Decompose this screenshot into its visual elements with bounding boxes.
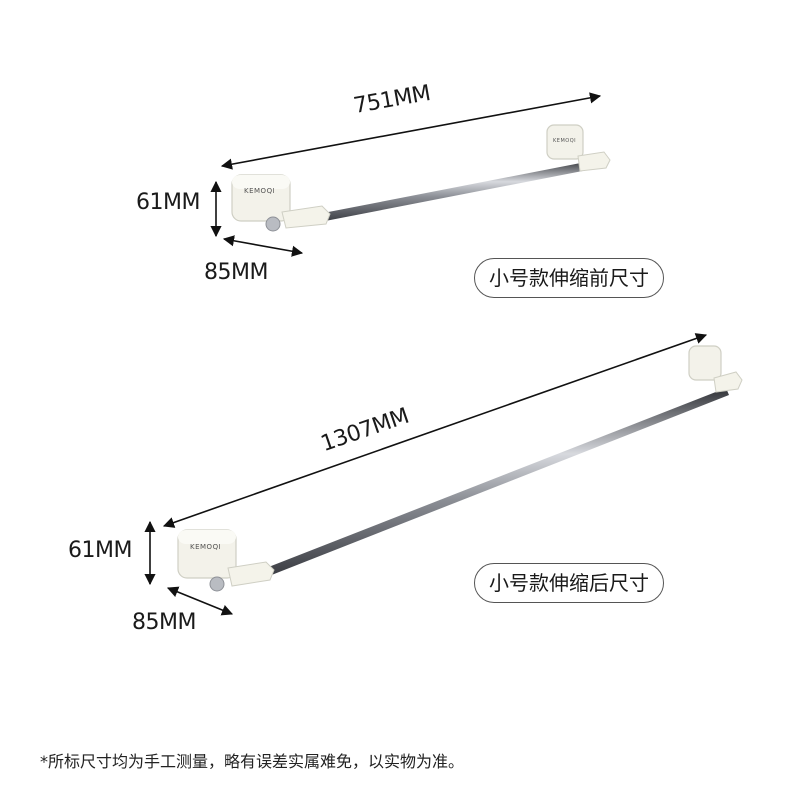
bottom-rack: KEMOQI [144, 333, 743, 616]
bottom-depth-label: 85MM [132, 610, 196, 635]
top-rack: KEMOQI KEMOQI [210, 92, 611, 257]
top-right-bracket: KEMOQI [546, 124, 611, 172]
top-length-arrow [220, 92, 602, 170]
bottom-depth-arrow [166, 586, 234, 616]
footnote: *所标尺寸均为手工测量，略有误差实属难免，以实物为准。 [40, 752, 465, 771]
top-rod [318, 160, 598, 222]
bottom-rod [266, 388, 729, 576]
top-depth-arrow [222, 235, 304, 257]
top-left-brand: KEMOQI [244, 187, 275, 195]
top-height-label: 61MM [136, 190, 200, 215]
top-caption: 小号款伸缩前尺寸 [474, 258, 664, 298]
bottom-length-arrow [162, 333, 708, 528]
top-depth-label: 85MM [204, 260, 268, 285]
top-left-bracket: KEMOQI [231, 174, 331, 232]
bottom-left-brand: KEMOQI [190, 543, 221, 551]
top-right-brand: KEMOQI [553, 138, 576, 144]
bottom-left-bracket: KEMOQI [177, 529, 275, 592]
bottom-caption: 小号款伸缩后尺寸 [474, 563, 664, 603]
bottom-height-label: 61MM [68, 538, 132, 563]
bottom-right-bracket [688, 345, 743, 393]
